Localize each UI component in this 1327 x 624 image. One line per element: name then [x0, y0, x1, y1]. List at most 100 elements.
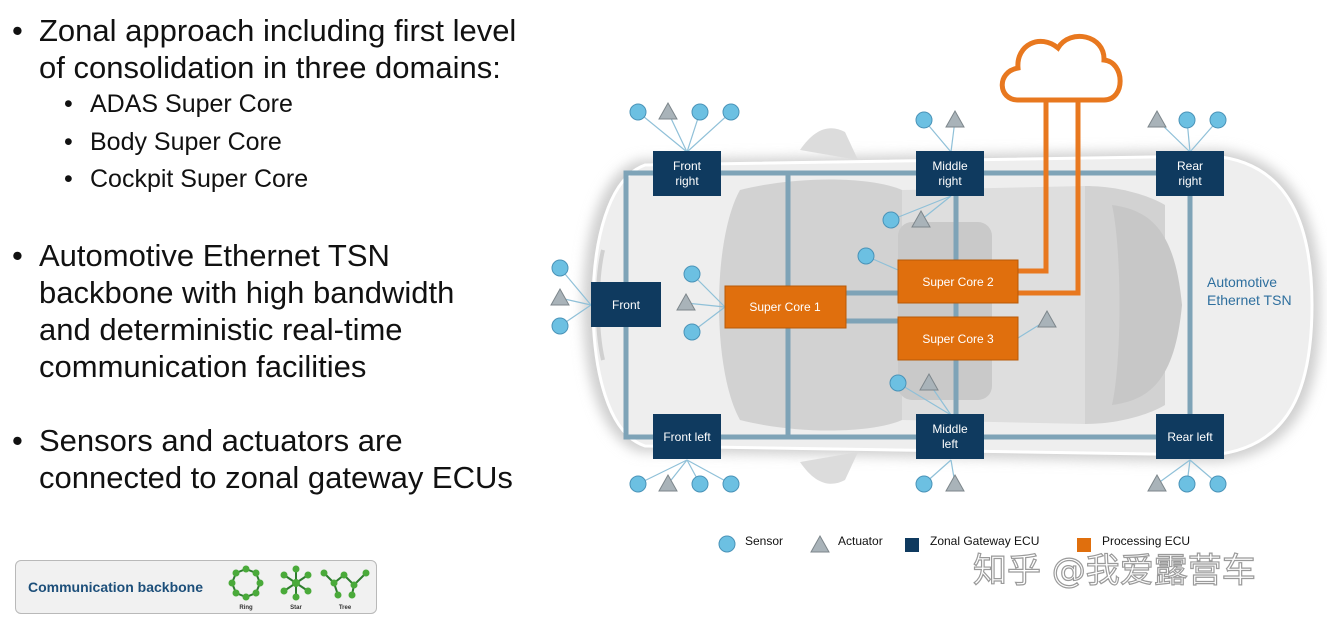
star-label: Star — [290, 605, 302, 611]
bullet-list: • Zonal approach including first level o… — [12, 12, 587, 496]
ring-label: Ring — [239, 605, 253, 611]
tree-topology-icon: Tree — [320, 569, 370, 611]
legend-sensor-label: Sensor — [745, 534, 783, 548]
bullet-marker: • — [64, 165, 73, 193]
zonal-ecus: Front right Middle right Rear right Fron… — [591, 151, 1224, 459]
actuator-icon — [658, 101, 678, 120]
bullet-marker: • — [64, 90, 73, 118]
sensor-icon — [718, 535, 736, 553]
actuator-icon — [658, 473, 678, 492]
cloud-connection — [999, 33, 1123, 296]
ecu-label: left — [942, 437, 959, 451]
ethernet-tsn-label: Ethernet TSN — [1207, 292, 1292, 308]
ecu-middle-right[interactable]: Middle right — [916, 151, 984, 196]
sensor-icon — [915, 475, 933, 493]
ecu-front-right[interactable]: Front right — [653, 151, 721, 196]
bullet-line: communication facilities — [39, 348, 367, 384]
sensor-icon — [551, 259, 569, 277]
sub-bullet-text: Body Super Core — [90, 127, 282, 156]
bullet-line: Zonal approach including first level — [39, 13, 517, 48]
communication-backbone-label: Communication backbone — [28, 579, 204, 595]
ecu-middle-left[interactable]: Middle left — [916, 414, 984, 459]
ecu-label: Front left — [663, 430, 711, 444]
actuator-icon — [945, 473, 965, 492]
actuator-icon — [911, 209, 931, 228]
ecu-rear-left[interactable]: Rear left — [1156, 414, 1224, 459]
super-core-2[interactable]: Super Core 2 — [897, 259, 1019, 304]
sensors — [551, 103, 1227, 493]
actuator-icon — [1147, 109, 1167, 128]
sensor-icon — [1178, 475, 1196, 493]
sensor-icon — [691, 475, 709, 493]
sub-bullet-text: ADAS Super Core — [90, 90, 293, 118]
sensor-icon — [915, 111, 933, 129]
bullet-line: backbone with high bandwidth — [39, 274, 455, 310]
topology-icons: Ring Star Tre — [228, 565, 370, 611]
bullet-sensors-actuators: • Sensors and actuators are connected to… — [12, 422, 587, 496]
sensor-icon — [882, 211, 900, 229]
zonal-gateway-swatch — [905, 538, 919, 552]
actuators — [550, 101, 1167, 492]
ecu-label: right — [675, 174, 699, 188]
bullet-line: and deterministic real-time — [39, 311, 403, 347]
sub-bullet-cockpit: • Cockpit Super Core — [12, 161, 587, 199]
sub-bullet-text: Cockpit Super Core — [90, 165, 309, 193]
legend-actuator-label: Actuator — [838, 534, 883, 548]
zonal-architecture-diagram: Front right Middle right Rear right Fron… — [550, 33, 1321, 592]
bullet-marker: • — [12, 13, 23, 48]
watermark: 知乎 @我爱露营车 — [973, 551, 1256, 591]
bullet-marker: • — [64, 127, 73, 156]
sensor-icon — [629, 475, 647, 493]
sub-bullet-body: • Body Super Core — [12, 124, 587, 162]
ecu-front-left[interactable]: Front left — [653, 414, 721, 459]
ecu-rear-right[interactable]: Rear right — [1156, 151, 1224, 196]
sensor-icon — [683, 323, 701, 341]
actuator-icon — [919, 372, 939, 391]
super-core-label: Super Core 3 — [922, 332, 994, 346]
bullet-line: Sensors and actuators are — [39, 422, 403, 458]
sensor-icon — [683, 265, 701, 283]
super-core-1[interactable]: Super Core 1 — [724, 285, 847, 329]
sensor-icon — [551, 317, 569, 335]
bullet-line: connected to zonal gateway ECUs — [39, 459, 513, 495]
ethernet-tsn-label: Automotive — [1207, 274, 1277, 290]
ecu-label: Rear left — [1167, 430, 1213, 444]
bullet-marker: • — [12, 422, 23, 458]
processing-ecu-swatch — [1077, 538, 1091, 552]
sensor-icon — [1178, 111, 1196, 129]
actuator-icon — [810, 534, 830, 553]
actuator-icon — [1147, 473, 1167, 492]
bullet-line: Automotive Ethernet TSN — [39, 237, 390, 273]
super-core-label: Super Core 2 — [922, 275, 994, 289]
star-topology-icon: Star — [280, 565, 312, 611]
bullet-marker: • — [12, 237, 23, 273]
sensor-icon — [722, 103, 740, 121]
ring-topology-icon: Ring — [228, 565, 264, 611]
bullet-ethernet-tsn: • Automotive Ethernet TSN backbone with … — [12, 237, 587, 385]
actuator-icon — [945, 109, 965, 128]
ecu-label: right — [1178, 174, 1202, 188]
sensor-icon — [722, 475, 740, 493]
communication-backbone-legend: Communication backbone Ring Star — [15, 560, 377, 614]
ecu-front[interactable]: Front — [591, 282, 661, 327]
legend-processing-label: Processing ECU — [1102, 534, 1190, 548]
sensor-icon — [1209, 475, 1227, 493]
ecu-label: right — [938, 174, 962, 188]
sensor-icon — [691, 103, 709, 121]
diagram-legend: Sensor Actuator Zonal Gateway ECU Proces… — [718, 534, 1190, 553]
sensor-icon — [1209, 111, 1227, 129]
processing-ecus: Super Core 1 Super Core 2 Super Core 3 — [724, 259, 1019, 361]
super-core-3[interactable]: Super Core 3 — [897, 316, 1019, 361]
ecu-label: Front — [673, 159, 702, 173]
sub-bullet-adas: • ADAS Super Core — [12, 86, 587, 124]
cloud-icon — [999, 33, 1123, 103]
legend-zonal-gateway-label: Zonal Gateway ECU — [930, 534, 1039, 548]
ecu-label: Rear — [1177, 159, 1203, 173]
ecu-label: Middle — [932, 159, 968, 173]
ecu-label: Front — [612, 298, 641, 312]
tree-label: Tree — [339, 605, 352, 611]
sensor-icon — [857, 247, 875, 265]
actuator-icon — [1037, 309, 1057, 328]
bullet-line: of consolidation in three domains: — [39, 50, 501, 85]
actuator-icon — [550, 287, 570, 306]
